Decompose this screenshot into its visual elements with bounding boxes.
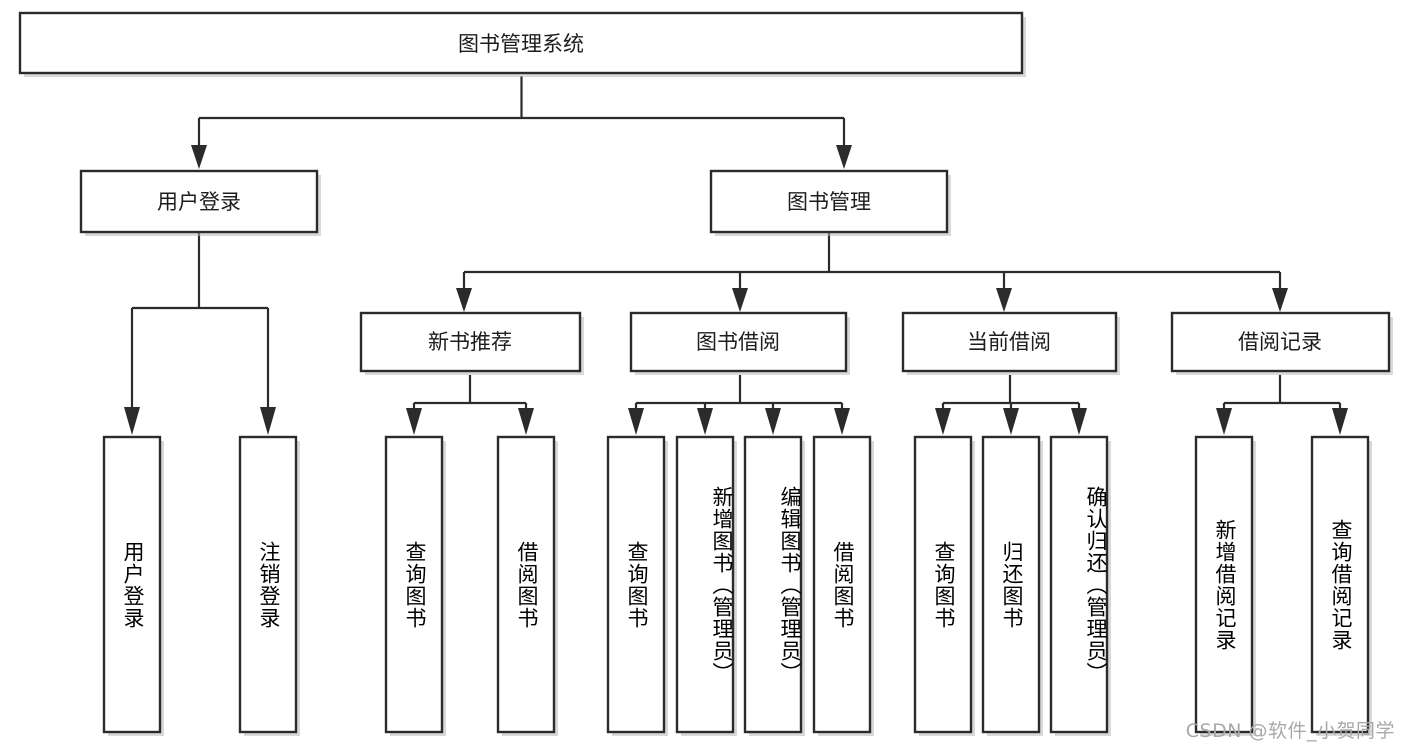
node-new-book-rec-label: 新书推荐 — [428, 330, 512, 354]
node-user-login-box[interactable] — [79, 169, 319, 234]
leaf-newbook-query-box[interactable] — [384, 435, 444, 734]
arrow-to-book-mgmt — [836, 145, 852, 169]
csdn-watermark: CSDN @软件_小贺同学 — [1185, 720, 1395, 742]
leaf-logout-box[interactable] — [238, 435, 298, 734]
node-current-borrow-label: 当前借阅 — [967, 330, 1051, 354]
arrow-current-leaf-2 — [1003, 408, 1019, 435]
arrow-borrow-leaf-3 — [765, 408, 781, 435]
leaf-user-login-box[interactable] — [102, 435, 162, 734]
arrow-to-user-login — [191, 145, 207, 169]
node-layer: 图书管理系统 用户登录 图书管理 新书推荐 图书借阅 当前借阅 借阅记录 — [18, 11, 1393, 736]
arrow-to-leaf-user-login — [124, 407, 140, 435]
edge-layer — [124, 76, 1348, 435]
node-book-borrow-label: 图书借阅 — [696, 330, 780, 354]
leaf-records-add-box[interactable] — [1194, 435, 1254, 734]
arrow-to-borrow-records — [1272, 288, 1288, 312]
arrow-to-current-borrow — [996, 288, 1012, 312]
leaf-current-confirm-box[interactable] — [1049, 435, 1109, 734]
node-book-borrow-box[interactable] — [629, 311, 848, 373]
leaf-current-return-box[interactable] — [981, 435, 1041, 734]
arrow-borrow-leaf-1 — [628, 408, 644, 435]
leaf-current-query-box[interactable] — [913, 435, 973, 734]
root-node-label: 图书管理系统 — [458, 32, 584, 56]
leaf-borrow-edit-box[interactable] — [743, 435, 803, 734]
arrow-to-book-borrow — [732, 288, 748, 312]
leaf-newbook-borrow-box[interactable] — [496, 435, 556, 734]
arrow-newbook-leaf-1 — [406, 408, 422, 435]
leaf-borrow-add-box[interactable] — [675, 435, 735, 734]
node-user-login-label: 用户登录 — [157, 190, 241, 214]
leaf-borrow-query-box[interactable] — [606, 435, 666, 734]
arrow-records-leaf-1 — [1216, 408, 1232, 435]
leaf-records-query-box[interactable] — [1310, 435, 1370, 734]
node-current-borrow-box[interactable] — [901, 311, 1118, 373]
node-new-book-rec-box[interactable] — [359, 311, 582, 373]
node-book-mgmt-label: 图书管理 — [787, 190, 871, 214]
node-borrow-records-label: 借阅记录 — [1238, 330, 1322, 354]
arrow-to-new-book-rec — [456, 288, 472, 312]
node-borrow-records-box[interactable] — [1170, 311, 1391, 373]
arrow-to-leaf-logout — [260, 407, 276, 435]
leaf-borrow-borrow-box[interactable] — [812, 435, 872, 734]
root-node-box[interactable] — [18, 11, 1024, 75]
arrow-borrow-leaf-4 — [834, 408, 850, 435]
arrow-borrow-leaf-2 — [697, 408, 713, 435]
arrow-current-leaf-1 — [935, 408, 951, 435]
node-book-mgmt-box[interactable] — [709, 169, 949, 234]
arrow-records-leaf-2 — [1332, 408, 1348, 435]
arrow-current-leaf-3 — [1071, 408, 1087, 435]
arrow-newbook-leaf-2 — [518, 408, 534, 435]
